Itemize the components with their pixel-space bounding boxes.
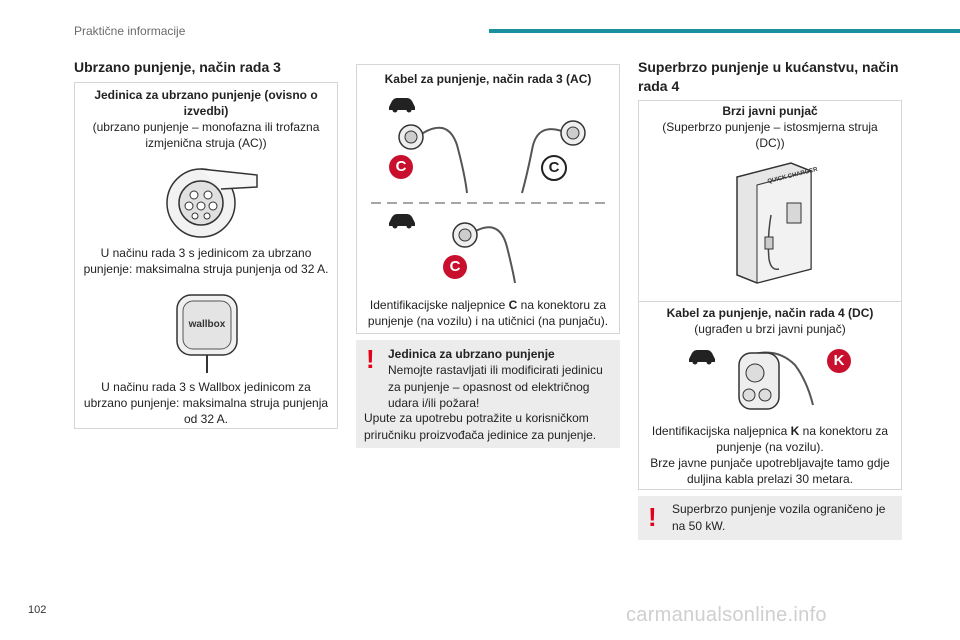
unit-description: U načinu rada 3 s jedinicom za ubrzano p… <box>83 246 329 276</box>
header-accent-bar <box>489 29 960 33</box>
cable-caption: Kabel za punjenje, način rada 3 (AC) <box>365 71 611 87</box>
wallbox-logo: wallbox <box>188 319 226 330</box>
cable-desc-part: na konektoru za punjenje (na vozilu) i n… <box>367 298 609 328</box>
page-number: 102 <box>28 604 47 616</box>
cable4-desc-label: K <box>790 424 800 438</box>
unit-caption: Jedinica za ubrzano punjenje (ovisno o i… <box>83 87 329 151</box>
cable-plug-illustration <box>398 120 586 194</box>
warning-dc-text: Superbrzo punjenje vozila ograničeno je … <box>672 502 886 533</box>
warning-line1: Nemojte rastavljati ili modificirati jed… <box>388 362 612 412</box>
cable4-description: Identifikacijska naljepnica K na konekto… <box>645 423 895 455</box>
watermark: carmanualsonline.info <box>626 604 827 626</box>
unit-title: Jedinica za ubrzano punjenje (ovisno o i… <box>94 88 318 118</box>
warning-title: Jedinica za ubrzano punjenje <box>388 347 555 361</box>
warning-line2: Upute za upotrebu potražite u korisničko… <box>364 411 597 442</box>
car-icon <box>389 214 415 229</box>
warning-icon: ! <box>366 344 375 374</box>
cable4-subtitle: (ugrađen u brzi javni punjač) <box>694 322 846 336</box>
cable4-title: Kabel za punjenje, način rada 4 (DC) <box>666 306 874 320</box>
mode3-cable-panel: Kabel za punjenje, način rada 3 (AC) C C… <box>356 64 620 334</box>
dc-connector-illustration <box>738 351 814 410</box>
cable-title: Kabel za punjenje, način rada 3 (AC) <box>384 72 592 86</box>
wallbox-description: U načinu rada 3 s Wallbox jedinicom za u… <box>83 380 329 426</box>
car-icon <box>389 98 415 113</box>
label-c-outline-badge: C <box>541 155 567 181</box>
section-title-mode3: Ubrzano punjenje, način rada 3 <box>74 59 281 75</box>
wallbox-illustration <box>176 294 238 373</box>
section-title-mode4: Superbrzo punjenje u kućanstvu, način ra… <box>638 59 899 94</box>
cable-description: Identifikacijske naljepnice C na konekto… <box>363 297 613 329</box>
charger-title: Brzi javni punjač <box>722 104 818 118</box>
cable-plug-illustration-lower <box>452 222 516 284</box>
label-c-badge: C <box>389 155 413 179</box>
label-c-badge: C <box>443 255 467 279</box>
mode3-unit-panel: Jedinica za ubrzano punjenje (ovisno o i… <box>74 82 338 429</box>
panel-divider <box>639 301 901 302</box>
warning-box-unit: ! Jedinica za ubrzano punjenje Nemojte r… <box>356 340 620 448</box>
cable4-desc-part: na konektoru za punjenje (na vozilu). <box>716 424 889 454</box>
label-k-badge: K <box>827 349 851 373</box>
socket-illustration <box>166 168 258 238</box>
warning-icon: ! <box>648 502 657 532</box>
unit-subtitle: (ubrzano punjenje – monofazna ili trofaz… <box>92 120 320 150</box>
charger-subtitle: (Superbrzo punjenje – istosmjerna struja… <box>662 120 878 150</box>
cable4-description-2: Brze javne punjače upotrebljavajte tamo … <box>650 456 890 486</box>
quick-charger-illustration <box>736 162 812 284</box>
dashed-divider <box>371 202 607 204</box>
running-header: Praktične informacije <box>74 24 186 38</box>
charger-caption: Brzi javni punjač (Superbrzo punjenje – … <box>647 103 893 151</box>
cable-desc-label: C <box>508 298 518 312</box>
car-icon <box>689 350 715 365</box>
cable4-desc-part: Identifikacijska naljepnica <box>651 424 791 438</box>
mode4-panel: Brzi javni punjač (Superbrzo punjenje – … <box>638 100 902 490</box>
warning-text: Nemojte rastavljati ili modificirati jed… <box>388 363 603 410</box>
cable4-caption: Kabel za punjenje, način rada 4 (DC) (ug… <box>647 305 893 337</box>
cable-desc-part: Identifikacijske naljepnice <box>369 298 509 312</box>
warning-box-dc: ! Superbrzo punjenje vozila ograničeno j… <box>638 496 902 540</box>
